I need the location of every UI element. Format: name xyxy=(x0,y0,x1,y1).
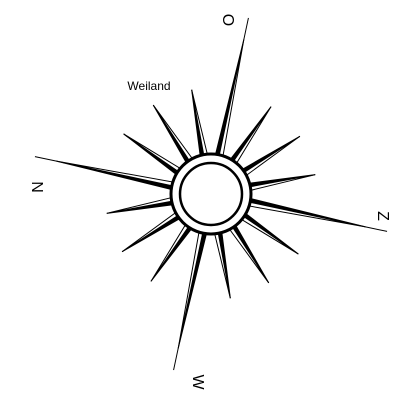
compass-hub xyxy=(171,154,251,234)
compass-major-needle xyxy=(174,349,179,371)
hub-inner-ring xyxy=(180,163,242,225)
direction-label-east: Z xyxy=(374,211,391,221)
compass-ray-shaded-half xyxy=(241,197,365,227)
direction-label-south: W xyxy=(189,374,206,390)
compass-major-needle xyxy=(35,157,57,162)
direction-label-north: O xyxy=(219,14,236,26)
direction-label-west: N xyxy=(28,181,45,193)
compass-major-needle xyxy=(366,227,388,232)
compass-ray-shaded-half xyxy=(56,161,180,191)
compass-ray-light-half xyxy=(217,39,243,163)
compass-major-needle xyxy=(244,18,249,40)
compass-ray-light-half xyxy=(56,161,180,187)
compass-ray-light-half xyxy=(241,200,365,226)
compass-ray-shaded-half xyxy=(178,224,208,348)
compass-ray-light-half xyxy=(178,224,204,348)
annotation-label-weiland: Weiland xyxy=(127,79,170,93)
compass-ray-shaded-half xyxy=(214,39,244,163)
